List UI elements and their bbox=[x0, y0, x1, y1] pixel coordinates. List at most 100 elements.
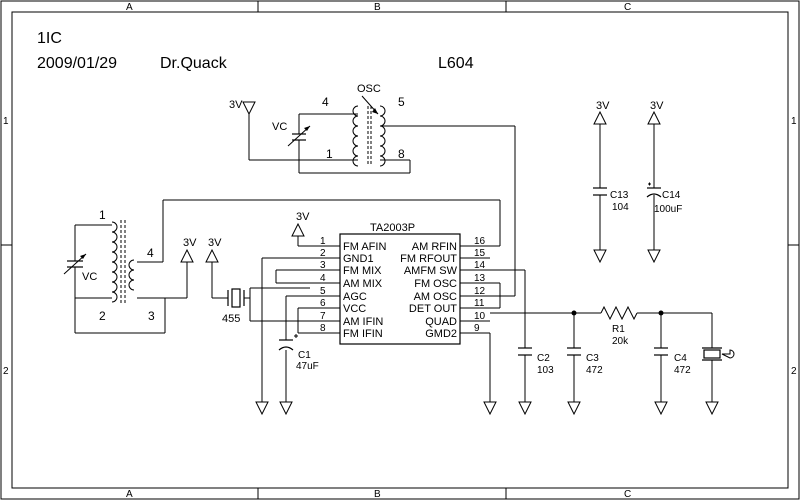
c13-supply-arrow bbox=[593, 110, 607, 125]
antenna-coil-pin3: 3 bbox=[148, 309, 155, 323]
ic-pin-2-num: 2 bbox=[320, 248, 326, 259]
ground-arrow-c3 bbox=[567, 401, 581, 416]
c4-capacitor bbox=[654, 347, 668, 402]
ground-arrow-c14 bbox=[647, 249, 661, 264]
ic-pin-12-num: 12 bbox=[474, 286, 486, 297]
ic-name: TA2003P bbox=[370, 222, 415, 234]
ground-arrow-c1 bbox=[279, 401, 293, 416]
col-label-b-bottom: B bbox=[374, 489, 381, 500]
ic-pin-6-num: 6 bbox=[320, 298, 326, 309]
r1-resistor bbox=[600, 305, 638, 321]
ic-pin-8-label: FM IFIN bbox=[343, 328, 383, 340]
ic-pin-3-label: FM MIX bbox=[343, 265, 382, 277]
c14-ref: C14 bbox=[662, 190, 681, 201]
c2-value: 103 bbox=[537, 365, 554, 376]
ground-arrow-pin2 bbox=[255, 401, 269, 416]
col-label-c-top: C bbox=[624, 2, 631, 13]
ic-pin-1-num: 1 bbox=[320, 236, 326, 247]
osc-wiring bbox=[248, 113, 516, 297]
c1-ref: C1 bbox=[298, 350, 311, 361]
col-label-c-bottom: C bbox=[624, 489, 631, 500]
c3-ref: C3 bbox=[586, 353, 599, 364]
ic-pin-14-num: 14 bbox=[474, 260, 486, 271]
row-label-2-left: 2 bbox=[3, 366, 9, 377]
antenna-vc-label: VC bbox=[82, 271, 97, 283]
ic-pin-2-label: GND1 bbox=[343, 253, 374, 265]
ic-pin-14-label: AMFM SW bbox=[404, 265, 458, 277]
ic-pin-1-label: FM AFIN bbox=[343, 241, 386, 253]
ic-pin-4-label: AM MIX bbox=[343, 278, 383, 290]
col-label-a-bottom: A bbox=[126, 489, 133, 500]
osc-coil-label: OSC bbox=[357, 83, 381, 95]
ceramic-filter-label: 455 bbox=[222, 313, 240, 325]
osc-coil-pin4: 4 bbox=[322, 95, 329, 109]
ic-pin-6-label: VCC bbox=[343, 303, 366, 315]
c14-supply-arrow bbox=[647, 110, 661, 125]
antenna-coil-pin1: 1 bbox=[99, 208, 106, 222]
ic-pin-16-num: 16 bbox=[474, 236, 486, 247]
ceramic-filter-455 bbox=[211, 262, 310, 322]
c1-value: 47uF bbox=[296, 361, 319, 372]
c4-value: 472 bbox=[674, 365, 691, 376]
junction-dot bbox=[571, 310, 577, 316]
sheet-model: L604 bbox=[438, 55, 474, 72]
c4-ref: C4 bbox=[674, 353, 687, 364]
ic-pin-13-label: FM OSC bbox=[414, 278, 457, 290]
ic-pin-5-label: AGC bbox=[343, 291, 367, 303]
c3-value: 472 bbox=[586, 365, 603, 376]
antenna-supply-arrow bbox=[180, 248, 194, 263]
c13-value: 104 bbox=[612, 202, 629, 213]
ic-pin-13-num: 13 bbox=[474, 273, 486, 284]
ic-pin-9-num: 9 bbox=[474, 323, 480, 334]
c13-supply-label: 3V bbox=[596, 100, 610, 112]
col-label-a-top: A bbox=[126, 2, 133, 13]
ic-pin-10-label: QUAD bbox=[425, 316, 457, 328]
ic-pin-stubs bbox=[310, 245, 490, 334]
ground-arrow-pin9 bbox=[483, 401, 497, 416]
osc-vc-label: VC bbox=[272, 121, 287, 133]
ic-pin-8-num: 8 bbox=[320, 323, 326, 334]
ic-pin-9-label: GMD2 bbox=[425, 328, 457, 340]
osc-coil-pin8: 8 bbox=[398, 147, 405, 161]
c14-capacitor bbox=[646, 124, 662, 250]
osc-supply-arrow bbox=[242, 101, 256, 116]
earphone-jack bbox=[702, 347, 735, 402]
osc-coil-pin5: 5 bbox=[398, 95, 405, 109]
c2-ref: C2 bbox=[537, 353, 550, 364]
r1-ref: R1 bbox=[612, 324, 625, 335]
ic-pin-5-num: 5 bbox=[320, 286, 326, 297]
ic-right-wiring bbox=[489, 269, 713, 402]
osc-supply-label: 3V bbox=[229, 99, 243, 111]
ic-pin-7-label: AM IFIN bbox=[343, 316, 383, 328]
ic-pin-16-label: AM RFIN bbox=[412, 241, 457, 253]
row-label-1-right: 1 bbox=[791, 116, 797, 127]
ground-arrow-c13 bbox=[593, 249, 607, 264]
ic-pin-7-num: 7 bbox=[320, 311, 326, 322]
osc-coil-pin1: 1 bbox=[326, 147, 333, 161]
sheet-date: 2009/01/29 bbox=[37, 55, 117, 72]
ic-body bbox=[339, 233, 461, 345]
row-label-2-right: 2 bbox=[791, 366, 797, 377]
ic-pin-11-label: DET OUT bbox=[409, 303, 457, 315]
sheet-title: 1IC bbox=[37, 30, 62, 47]
c3-capacitor bbox=[567, 347, 581, 402]
r1-value: 20k bbox=[612, 336, 629, 347]
col-label-b-top: B bbox=[374, 2, 381, 13]
c1-capacitor bbox=[278, 334, 298, 351]
ground-arrow-c2 bbox=[518, 401, 532, 416]
antenna-supply-label: 3V bbox=[183, 237, 197, 249]
antenna-wiring bbox=[74, 199, 501, 334]
ic-pin-11-num: 11 bbox=[474, 298, 485, 309]
vcc-supply-label: 3V bbox=[296, 211, 310, 223]
ic-pin-15-num: 15 bbox=[474, 248, 486, 259]
agc-supply-label: 3V bbox=[208, 237, 222, 249]
row-label-1-left: 1 bbox=[3, 116, 9, 127]
ic-pin-12-label: AM OSC bbox=[414, 291, 457, 303]
vcc-supply-arrow bbox=[291, 222, 305, 237]
c14-value: 100uF bbox=[654, 204, 682, 215]
osc-coil bbox=[352, 95, 386, 167]
antenna-coil bbox=[111, 220, 135, 304]
c13-capacitor bbox=[593, 124, 607, 250]
c14-supply-label: 3V bbox=[650, 100, 664, 112]
